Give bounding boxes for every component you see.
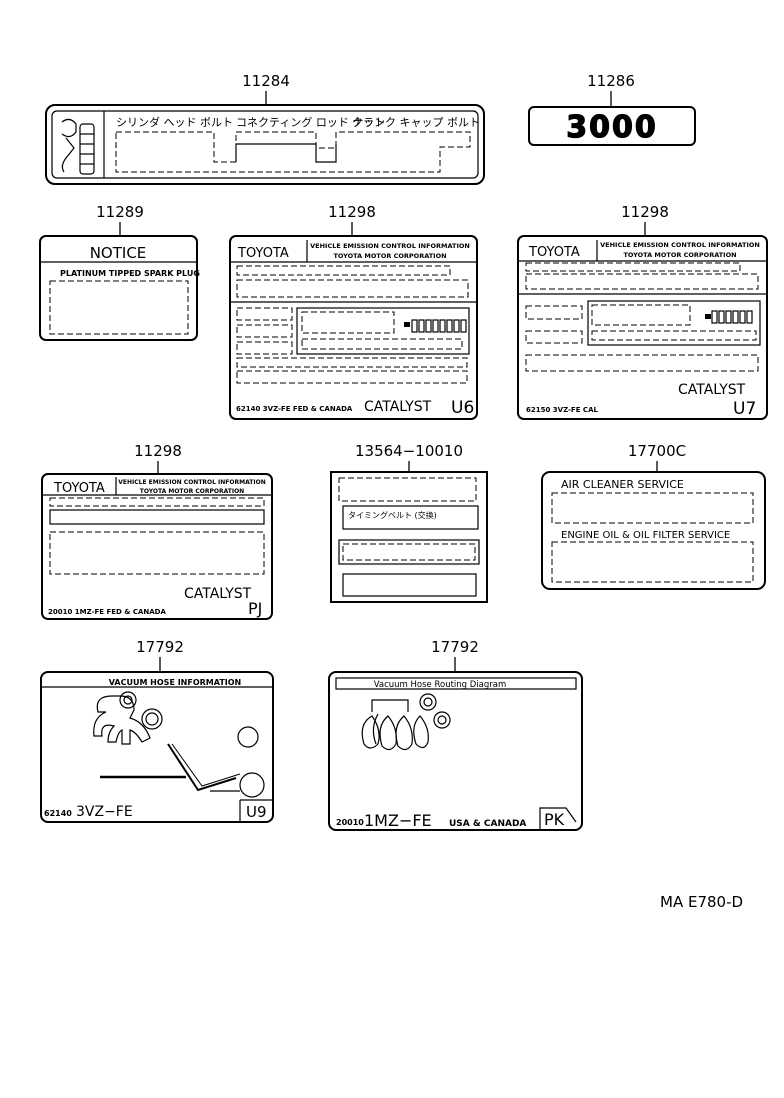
vacuum-engine: 3VZ−FE (76, 804, 133, 820)
emission-footer: 20010 1MZ-FE FED & CANADA (48, 608, 166, 616)
vacuum-code: PK (544, 810, 565, 829)
emission-header: VEHICLE EMISSION CONTROL INFORMATION (118, 479, 265, 486)
notice-subtitle: PLATINUM TIPPED SPARK PLUG (60, 269, 200, 278)
label-text: シリンダ ヘッド ボルト (116, 115, 233, 129)
part-number-11286: 11286 (587, 72, 635, 90)
part-number-17700c: 17700C (628, 442, 686, 460)
notice-title: NOTICE (90, 244, 147, 262)
part-number-11298-pj: 11298 (134, 442, 182, 460)
notice-label: NOTICE PLATINUM TIPPED SPARK PLUG (39, 235, 200, 341)
vacuum-region: USA & CANADA (449, 819, 526, 829)
emission-brand: TOYOTA (53, 481, 105, 496)
catalyst-text: CATALYST (364, 399, 432, 415)
grid-icon (705, 310, 753, 324)
vacuum-title: Vacuum Hose Routing Diagram (374, 680, 507, 690)
emission-brand: TOYOTA (237, 246, 289, 261)
emblem-3000: 3000 (528, 106, 696, 146)
emission-header: TOYOTA MOTOR CORPORATION (333, 252, 446, 260)
label-text: クランク キャップ ボルト (352, 116, 480, 129)
emission-label-pj: TOYOTA VEHICLE EMISSION CONTROL INFORMAT… (41, 473, 273, 620)
emission-code: U6 (451, 398, 474, 418)
vacuum-footer-num: 62140 (44, 809, 72, 818)
vacuum-label-u9: VACUUM HOSE INFORMATION 62140 3VZ−FE U9 (40, 671, 274, 823)
emission-label-u6: TOYOTA VEHICLE EMISSION CONTROL INFORMAT… (229, 235, 478, 420)
grid-icon (404, 319, 467, 333)
emission-header: TOYOTA MOTOR CORPORATION (623, 251, 736, 259)
label-13564-text: タイミングベルト (交換) (348, 510, 437, 520)
label-text: コネクティング ロッド ナット (236, 115, 385, 129)
wrench-icon (61, 118, 95, 175)
vacuum-engine: 1MZ−FE (364, 811, 432, 830)
diagram-code: MA E780-D (660, 893, 743, 911)
emission-footer: 62140 3VZ-FE FED & CANADA (236, 405, 353, 413)
emission-code: PJ (248, 599, 262, 618)
part-number-11284: 11284 (242, 72, 290, 90)
part-number-17792-pk: 17792 (431, 638, 479, 656)
part-number-11289: 11289 (96, 203, 144, 221)
service-line: ENGINE OIL & OIL FILTER SERVICE (561, 530, 730, 541)
service-line: AIR CLEANER SERVICE (561, 478, 684, 491)
part-number-11298-u7: 11298 (621, 203, 669, 221)
intake-manifold-icon (361, 693, 451, 751)
part-number-17792-u9: 17792 (136, 638, 184, 656)
emission-label-u7: TOYOTA VEHICLE EMISSION CONTROL INFORMAT… (517, 235, 768, 420)
emission-code: U7 (733, 399, 756, 419)
vacuum-title: VACUUM HOSE INFORMATION (109, 678, 242, 687)
emblem-text: 3000 (566, 110, 658, 145)
vacuum-code: U9 (246, 803, 267, 821)
catalyst-text: CATALYST (184, 586, 252, 602)
vacuum-footer-num: 20010 (336, 818, 364, 827)
catalyst-text: CATALYST (678, 382, 746, 398)
emission-brand: TOYOTA (528, 245, 580, 260)
part-number-13564-10010: 13564−10010 (355, 442, 463, 460)
vacuum-label-pk: Vacuum Hose Routing Diagram 20010 1MZ−FE… (328, 671, 583, 831)
part-number-11298-u6: 11298 (328, 203, 376, 221)
emission-footer: 62150 3VZ-FE CAL (526, 406, 598, 414)
intake-manifold-icon (93, 691, 259, 748)
head-bolt-label: シリンダ ヘッド ボルト コネクティング ロッド ナット クランク キャップ ボ… (45, 104, 485, 185)
emission-header: VEHICLE EMISSION CONTROL INFORMATION (600, 241, 760, 249)
emission-header: VEHICLE EMISSION CONTROL INFORMATION (310, 242, 470, 250)
dashed-field (49, 280, 189, 335)
service-label: AIR CLEANER SERVICE ENGINE OIL & OIL FIL… (541, 471, 766, 590)
dashed-field (115, 131, 471, 173)
label-13564-10010: タイミングベルト (交換) (330, 471, 488, 603)
emission-header: TOYOTA MOTOR CORPORATION (140, 488, 244, 495)
